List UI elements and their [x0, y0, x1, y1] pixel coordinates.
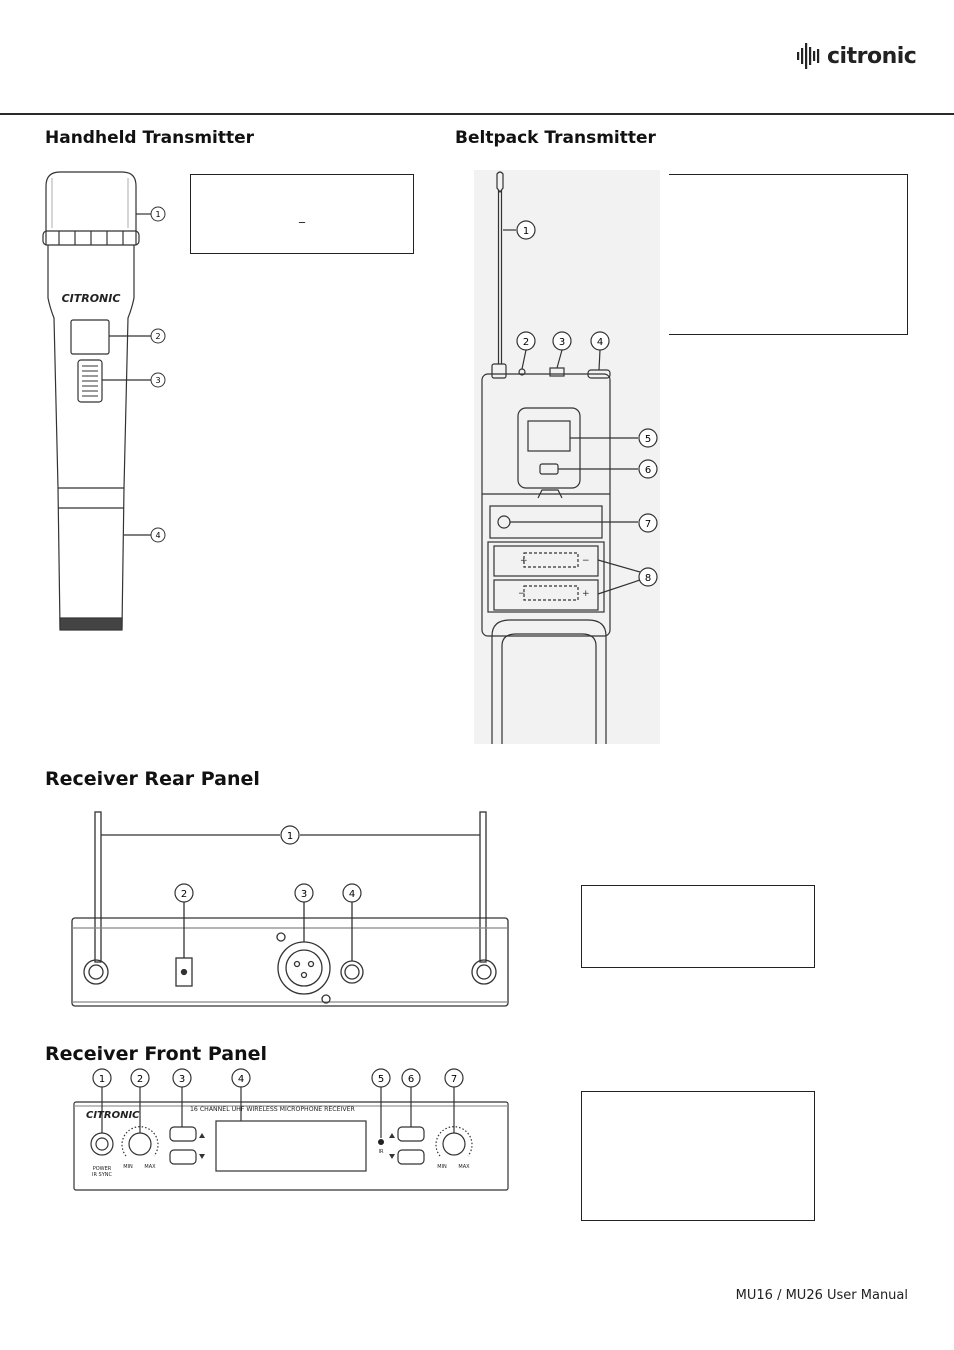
handheld-display: [70, 319, 110, 355]
channel-up-button-2: [397, 1126, 425, 1142]
channel-down-button-1: [169, 1149, 197, 1165]
handheld-callouts: 1 2 3 4: [150, 206, 166, 543]
min-label-1: MIN: [123, 1164, 133, 1170]
front-panel-title: Receiver Front Panel: [45, 1043, 268, 1065]
handheld-callout-4: 4: [155, 531, 160, 540]
rear-callout-3: 3: [301, 889, 307, 900]
volume-knob-2: [442, 1132, 466, 1156]
handheld-switch: [77, 359, 103, 403]
handheld-logo-text: CITRONIC: [62, 292, 121, 305]
front-label-box: [581, 1091, 815, 1221]
handheld-callout-1: 1: [155, 210, 160, 219]
front-callouts: 1 2 3 4 5 6 7: [92, 1068, 464, 1088]
front-callout-7: 7: [451, 1074, 457, 1085]
front-callout-2: 2: [137, 1074, 143, 1085]
beltpack-body: [481, 373, 611, 637]
channel-down-button-2: [397, 1149, 425, 1165]
rear-callout-2: 2: [181, 889, 187, 900]
rear-panel-title: Receiver Rear Panel: [45, 768, 260, 790]
power-label: POWER: [93, 1166, 112, 1172]
handheld-transmitter-diagram: CITRONIC 1 2 3 4: [42, 171, 166, 631]
front-callout-5: 5: [378, 1074, 384, 1085]
front-chassis: [73, 1101, 509, 1191]
front-logo-text: CITRONIC: [86, 1110, 140, 1121]
max-label-1: MAX: [144, 1164, 156, 1170]
polarity-plus-bottom: +: [582, 589, 590, 599]
rear-callouts: 1 2 3 4: [174, 825, 362, 903]
brand-name: citronic: [827, 43, 917, 69]
front-callout-4: 4: [238, 1074, 244, 1085]
beltpack-transmitter-diagram: + − − + 1 2 3 4 5 6 7 8: [474, 170, 660, 744]
receiver-front-panel-diagram: CITRONIC 16 CHANNEL UHF WIRELESS MICROPH…: [73, 1068, 509, 1191]
front-callout-3: 3: [179, 1074, 185, 1085]
polarity-plus-top: +: [520, 556, 528, 566]
beltpack-display-frame: [517, 407, 581, 489]
brand-logo: citronic: [797, 40, 917, 72]
min-label-2: MIN: [437, 1164, 447, 1170]
beltpack-label-box: [669, 174, 908, 335]
channel-up-button-1: [169, 1126, 197, 1142]
handheld-callout-2: 2: [155, 332, 160, 341]
beltpack-callouts: 1 2 3 4 5 6 7 8: [516, 220, 658, 587]
beltpack-callout-3: 3: [559, 337, 565, 348]
rear-chassis: [71, 917, 509, 1007]
beltpack-callout-5: 5: [645, 434, 651, 445]
handheld-callout-3: 3: [155, 376, 160, 385]
mic-grille: [45, 171, 137, 216]
handheld-title: Handheld Transmitter: [45, 128, 255, 148]
front-callout-1: 1: [99, 1074, 105, 1085]
ir-sensor: [378, 1139, 384, 1145]
waveform-logo-icon: [797, 43, 820, 69]
beltpack-callout-8: 8: [645, 573, 651, 584]
volume-knob-1: [128, 1132, 152, 1156]
handheld-label-box: _: [190, 174, 414, 254]
handheld-box-text: _: [299, 209, 305, 223]
beltpack-callout-4: 4: [597, 337, 603, 348]
jack-output: [340, 960, 364, 984]
header-rule: [0, 113, 954, 115]
rear-callout-1: 1: [287, 831, 293, 842]
battery-compartment: [487, 541, 605, 613]
front-panel-title-text: 16 CHANNEL UHF WIRELESS MICROPHONE RECEI…: [190, 1106, 355, 1113]
beltpack-title: Beltpack Transmitter: [455, 128, 656, 148]
ir-label: IR: [379, 1149, 384, 1155]
polarity-minus-bottom: −: [518, 589, 526, 599]
beltpack-callout-2: 2: [523, 337, 529, 348]
footer-text: MU16 / MU26 User Manual: [735, 1288, 908, 1303]
polarity-minus-top: −: [582, 556, 590, 566]
beltpack-callout-7: 7: [645, 519, 651, 530]
receiver-display: [215, 1120, 367, 1172]
rear-callout-4: 4: [349, 889, 355, 900]
rear-label-box: [581, 885, 815, 968]
front-callout-6: 6: [408, 1074, 414, 1085]
receiver-rear-panel-diagram: 1 2 3 4: [71, 811, 509, 1007]
sync-label: IR SYNC: [92, 1172, 113, 1178]
beltpack-callout-1: 1: [523, 226, 529, 237]
beltpack-callout-6: 6: [645, 465, 651, 476]
max-label-2: MAX: [458, 1164, 470, 1170]
power-button: [90, 1132, 114, 1156]
beltpack-display: [527, 420, 571, 452]
